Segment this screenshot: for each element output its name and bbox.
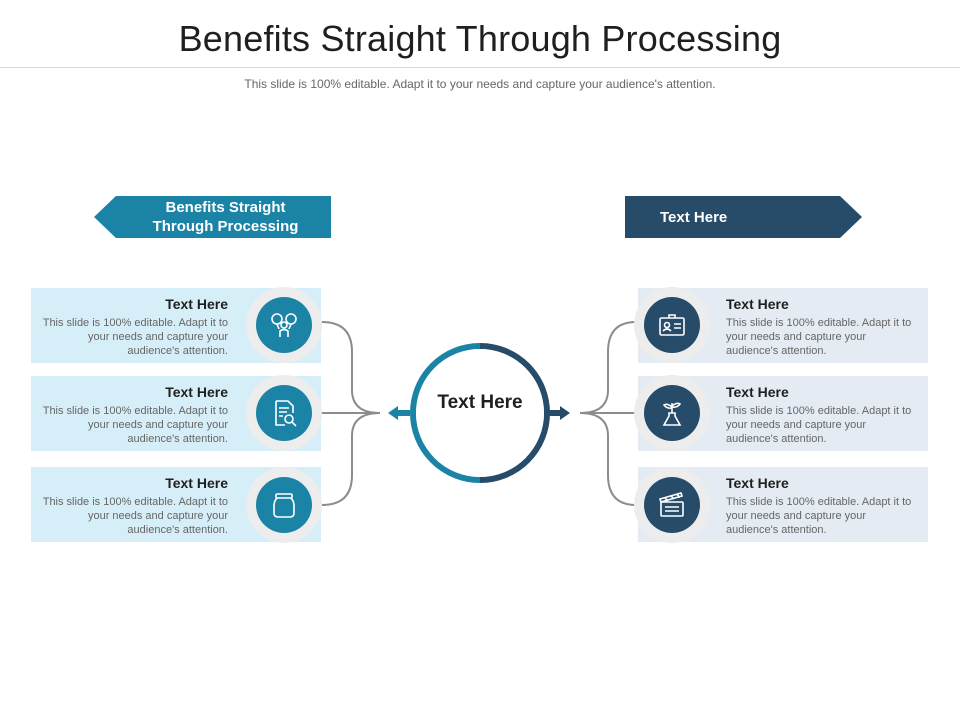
left-banner: Benefits Straight Through Processing	[94, 196, 331, 238]
hub-fill	[416, 349, 544, 477]
page-subtitle: This slide is 100% editable. Adapt it to…	[244, 77, 716, 91]
hub-left-arrow	[388, 406, 398, 420]
hub-right-arrow-stem	[548, 410, 560, 416]
left-card-2-desc: This slide is 100% editable. Adapt it to…	[42, 405, 228, 445]
left-card-2-title: Text Here	[165, 384, 228, 400]
left-icon-ring-2	[246, 375, 322, 451]
page-title: Benefits Straight Through Processing	[178, 18, 782, 59]
clapperboard-icon	[644, 477, 700, 533]
left-card-3-title: Text Here	[165, 475, 228, 491]
right-card-1-desc: This slide is 100% editable. Adapt it to…	[726, 317, 912, 357]
right-icon-ring-3	[634, 467, 710, 543]
document-search-icon	[256, 385, 312, 441]
hub-label: Text Here	[437, 392, 523, 413]
connector-right-1	[579, 321, 637, 414]
hub-left-arrow-stem	[398, 410, 410, 416]
right-banner-label: Text Here	[660, 208, 728, 226]
title-divider	[0, 67, 960, 68]
connector-left-1	[321, 321, 381, 414]
hub-ring-left	[410, 343, 481, 483]
jar-icon	[256, 477, 312, 533]
right-card-3-title: Text Here	[726, 475, 789, 491]
hub-ring-right	[479, 343, 550, 483]
connector-left-3	[321, 412, 381, 506]
right-card-2: Text Here This slide is 100% editable. A…	[638, 376, 928, 451]
right-card-2-title: Text Here	[726, 384, 789, 400]
plant-flask-icon	[644, 385, 700, 441]
left-card-3-desc: This slide is 100% editable. Adapt it to…	[42, 496, 228, 536]
right-card-2-desc: This slide is 100% editable. Adapt it to…	[726, 405, 912, 445]
left-icon-ring-3	[246, 467, 322, 543]
right-banner: Text Here	[625, 196, 862, 238]
left-card-1-title: Text Here	[165, 296, 228, 312]
id-card-icon	[644, 297, 700, 353]
left-icon-ring-1	[246, 287, 322, 363]
connector-right-3	[579, 412, 637, 506]
right-card-1-title: Text Here	[726, 296, 789, 312]
right-icon-ring-1	[634, 287, 710, 363]
left-banner-label: Benefits Straight Through Processing	[152, 199, 299, 235]
left-card-1-desc: This slide is 100% editable. Adapt it to…	[42, 317, 228, 357]
right-card-3-desc: This slide is 100% editable. Adapt it to…	[726, 496, 912, 536]
team-icon	[256, 297, 312, 353]
right-icon-ring-2	[634, 375, 710, 451]
hub-right-arrow	[560, 406, 570, 420]
